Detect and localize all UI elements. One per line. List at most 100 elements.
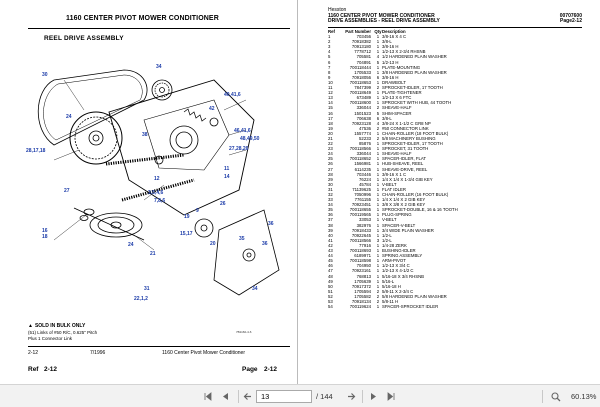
lower-bracket xyxy=(213,209,280,296)
next-page-button[interactable] xyxy=(366,385,380,407)
cell-description: 1/2-13 H xyxy=(382,59,399,65)
cell-ref: 32 xyxy=(328,192,333,197)
cell-part-number: 700119565 xyxy=(349,212,371,218)
cell-qty: 2 xyxy=(376,135,380,141)
callout: 36 xyxy=(268,221,274,227)
prev-page-button[interactable] xyxy=(218,385,232,407)
cell-description: 3/8-16 H xyxy=(382,74,399,80)
cell-part-number: 1566981 xyxy=(354,161,371,167)
cell-description: V-BELT xyxy=(382,217,397,223)
col-ref: Ref xyxy=(328,29,335,34)
cell-ref: 53 xyxy=(328,298,333,304)
cell-part-number: 1705594 xyxy=(354,288,371,294)
zoom-level[interactable]: 60.13% xyxy=(571,392,597,401)
cell-ref: 8 xyxy=(328,69,331,75)
callout: 15,17 xyxy=(180,231,193,237)
cell-description: 1/4 X 1/4 X 1-3/4 GIB KEY xyxy=(382,176,433,182)
cell-part-number: 700118566 xyxy=(349,237,371,243)
cell-part-number: 700118598 xyxy=(349,258,371,264)
cell-ref: 29 xyxy=(328,176,333,182)
cell-description: SPACER-SPROCKET IDLER xyxy=(382,304,439,310)
cell-part-number: 700119624 xyxy=(349,304,371,310)
header-rule xyxy=(328,27,582,28)
cell-description: 3/8 X 3/8 X 2 GIB KEY xyxy=(382,202,426,208)
callout: 34 xyxy=(252,286,258,292)
cell-qty: 1 xyxy=(376,146,380,152)
cell-part-number: 704950 xyxy=(356,263,371,269)
cell-ref: 4 xyxy=(328,49,331,55)
cell-qty: 1 xyxy=(376,232,380,238)
first-page-button[interactable] xyxy=(200,385,214,407)
cell-ref: 41 xyxy=(328,237,333,243)
callout: 46,41,6 xyxy=(234,128,251,134)
cell-description: 5/16-18 H xyxy=(382,283,401,289)
cell-description: 5/8 HARDENED PLAIN WASHER xyxy=(382,293,447,299)
cell-qty: 2 xyxy=(376,298,380,304)
cell-description: PLATE-TIGHTENER xyxy=(382,90,422,96)
cell-description: SPACER-IDLER, FLAT xyxy=(382,156,427,162)
cell-ref: 37 xyxy=(328,217,333,223)
cell-description: 5/8-11 H xyxy=(382,298,399,304)
cell-ref: 27 xyxy=(328,166,333,172)
cell-part-number: 47536 xyxy=(359,125,371,131)
cell-qty: 2 xyxy=(376,125,380,131)
cell-description: 3/8-16 X 4 C xyxy=(382,34,407,40)
note-bulk-label: SOLD IN BULK ONLY xyxy=(34,323,86,329)
last-page-button[interactable] xyxy=(384,385,398,407)
warning-triangle-icon: ▲ xyxy=(28,323,33,329)
cell-description: SPACER-V-BELT xyxy=(382,222,416,228)
cell-description: 3/8-24 X 1-1/2 C GR8 NP xyxy=(382,120,431,126)
callout: 35 xyxy=(239,236,245,242)
cell-part-number: 7847399 xyxy=(354,85,371,91)
cell-ref: 54 xyxy=(328,304,333,310)
cell-ref: 20 xyxy=(328,130,333,136)
large-sprocket xyxy=(69,111,123,165)
cell-description: SHEAVE-HALF xyxy=(382,105,412,111)
toolbar-separator xyxy=(362,390,363,403)
back-button[interactable] xyxy=(240,385,254,407)
cell-ref: 9 xyxy=(328,74,331,80)
cell-part-number: 70918056 xyxy=(351,74,371,80)
cell-part-number: 7050996 xyxy=(354,192,371,197)
page-label-right: Page xyxy=(242,366,258,373)
cell-part-number: 700118655 xyxy=(349,207,371,213)
callout: 38 xyxy=(142,132,148,138)
cell-description: 1/2-L xyxy=(382,237,392,243)
cell-ref: 49 xyxy=(328,278,333,284)
page-number-input[interactable]: 13 xyxy=(256,390,312,403)
cell-qty: 2 xyxy=(376,105,380,111)
cell-ref: 43 xyxy=(328,248,333,254)
cell-description: 5/8 MACHINERY BUSHING xyxy=(382,135,436,141)
cell-description: ARM-PIVOT xyxy=(382,258,406,264)
cell-part-number: 70923128 xyxy=(351,120,371,126)
cell-qty: 1 xyxy=(376,253,380,259)
parts-header: Hesston 1160 CENTER PIVOT MOWER CONDITIO… xyxy=(328,7,582,25)
cell-description: V-BELT xyxy=(382,181,397,187)
callout: 12 xyxy=(154,176,160,182)
cell-part-number: 703456 xyxy=(356,34,371,40)
callout: 28,17,18 xyxy=(26,148,46,154)
forward-button[interactable] xyxy=(344,385,358,407)
toolbar-separator xyxy=(238,390,239,403)
right-page: Hesston 1160 CENTER PIVOT MOWER CONDITIO… xyxy=(300,0,600,384)
cell-ref: 48 xyxy=(328,273,333,279)
cell-ref: 47 xyxy=(328,268,333,274)
reel-drive-diagram: 30 34 24 40,41,6 42 46,41,6 48,49,50 27,… xyxy=(26,64,280,302)
cell-ref: 28 xyxy=(328,171,333,177)
cell-qty: 1 xyxy=(376,263,380,269)
cell-qty: 1 xyxy=(376,181,380,187)
cell-ref: 10 xyxy=(328,79,333,85)
zoom-button[interactable] xyxy=(548,385,564,407)
cell-ref: 25 xyxy=(328,156,333,162)
